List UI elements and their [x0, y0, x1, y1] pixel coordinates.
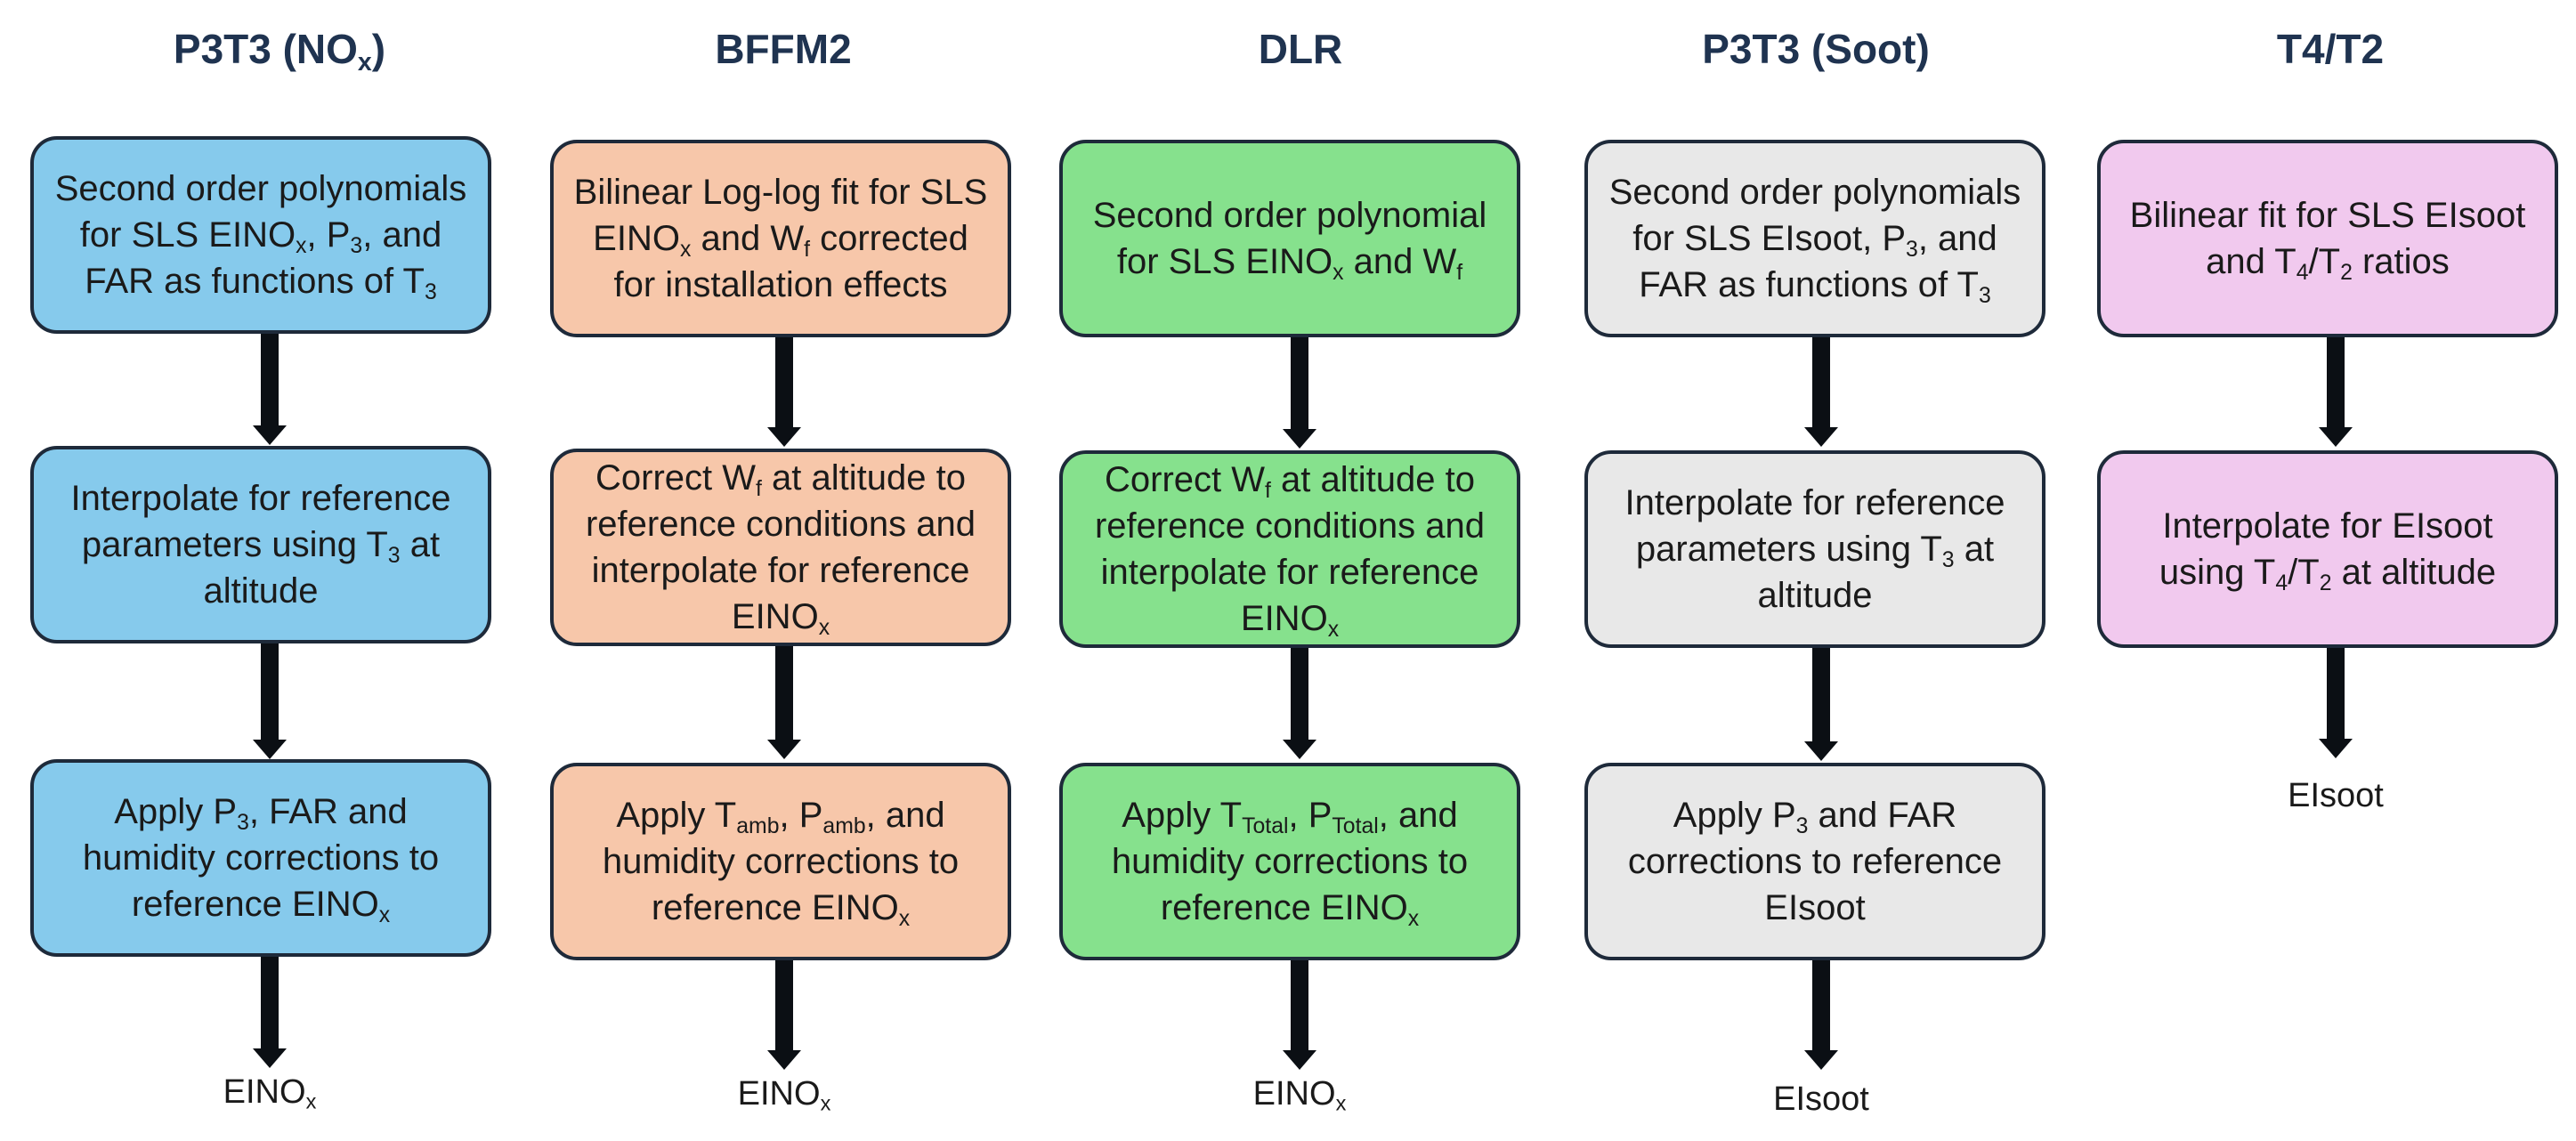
output-einox: EINOx [223, 1073, 317, 1112]
arrow-icon [1283, 337, 1316, 449]
column-title-t4-t2: T4/T2 [2276, 26, 2385, 72]
box-text: Correct Wf at altitude to reference cond… [585, 458, 976, 640]
box-text: Second order polynomial for SLS EINOx an… [1092, 196, 1487, 285]
box-text: Second order polynomials for SLS EIsoot,… [1608, 173, 2021, 308]
bffm2-step-1: Bilinear Log-log fit for SLS EINOx and W… [550, 140, 1011, 337]
column-title-p3t3-soot: P3T3 (Soot) [1702, 26, 1930, 72]
arrow-icon [2319, 648, 2353, 758]
dlr-step-1: Second order polynomial for SLS EINOx an… [1059, 140, 1520, 337]
box-text: Bilinear Log-log fit for SLS EINOx and W… [573, 173, 988, 304]
column-title-dlr: DLR [1258, 26, 1343, 72]
arrow-icon [253, 334, 287, 445]
box-text: Apply TTotal, PTotal, and humidity corre… [1111, 796, 1469, 931]
bffm2-step-2: Correct Wf at altitude to reference cond… [550, 449, 1011, 646]
box-text: EINOx [1252, 1075, 1347, 1115]
dlr-step-3: Apply TTotal, PTotal, and humidity corre… [1059, 763, 1520, 960]
output-eisoot: EIsoot [1773, 1080, 1869, 1119]
p3t3-soot-step-1: Second order polynomials for SLS EIsoot,… [1584, 140, 2045, 337]
p3t3-soot-step-3: Apply P3 and FAR corrections to referenc… [1584, 763, 2045, 960]
arrow-icon [767, 960, 801, 1070]
dlr-step-2: Correct Wf at altitude to reference cond… [1059, 450, 1520, 648]
box-text: Interpolate for reference parameters usi… [70, 479, 451, 611]
p3t3-nox-step-3: Apply P3, FAR and humidity corrections t… [30, 759, 491, 957]
box-text: Correct Wf at altitude to reference cond… [1094, 460, 1486, 642]
p3t3-nox-step-2: Interpolate for reference parameters usi… [30, 446, 491, 643]
output-eisoot: EIsoot [2288, 777, 2384, 815]
arrow-icon [1804, 648, 1838, 761]
box-text: Second order polynomials for SLS EINOx, … [54, 169, 467, 304]
output-einox: EINOx [738, 1075, 831, 1113]
arrow-icon [1283, 960, 1316, 1070]
box-text: EIsoot [1773, 1080, 1869, 1118]
box-text: Apply P3 and FAR corrections to referenc… [1627, 796, 2003, 927]
arrow-icon [253, 643, 287, 759]
t4-t2-step-2: Interpolate for EIsoot using T4/T2 at al… [2097, 450, 2558, 648]
box-text: EINOx [223, 1073, 317, 1113]
box-text: Interpolate for EIsoot using T4/T2 at al… [2159, 506, 2497, 595]
box-text: Interpolate for reference parameters usi… [1624, 483, 2005, 615]
column-title-bffm2: BFFM2 [715, 26, 852, 72]
arrow-icon [767, 646, 801, 759]
output-einox: EINOx [1253, 1075, 1347, 1113]
arrow-icon [1283, 648, 1316, 759]
box-text: Apply Tamb, Pamb, and humidity correctio… [602, 796, 960, 931]
box-text: EIsoot [2288, 777, 2384, 814]
column-title-p3t3-nox: P3T3 (NOx) [173, 26, 386, 77]
t4-t2-step-1: Bilinear fit for SLS EIsoot and T4/T2 ra… [2097, 140, 2558, 337]
arrow-icon [767, 337, 801, 447]
p3t3-nox-step-1: Second order polynomials for SLS EINOx, … [30, 136, 491, 334]
box-text: Apply P3, FAR and humidity corrections t… [82, 792, 440, 927]
arrow-icon [2319, 337, 2353, 447]
arrow-icon [1804, 337, 1838, 447]
arrow-icon [1804, 960, 1838, 1070]
bffm2-step-3: Apply Tamb, Pamb, and humidity correctio… [550, 763, 1011, 960]
arrow-icon [253, 957, 287, 1068]
p3t3-soot-step-2: Interpolate for reference parameters usi… [1584, 450, 2045, 648]
box-text: Bilinear fit for SLS EIsoot and T4/T2 ra… [2129, 196, 2526, 285]
box-text: EINOx [737, 1075, 831, 1115]
